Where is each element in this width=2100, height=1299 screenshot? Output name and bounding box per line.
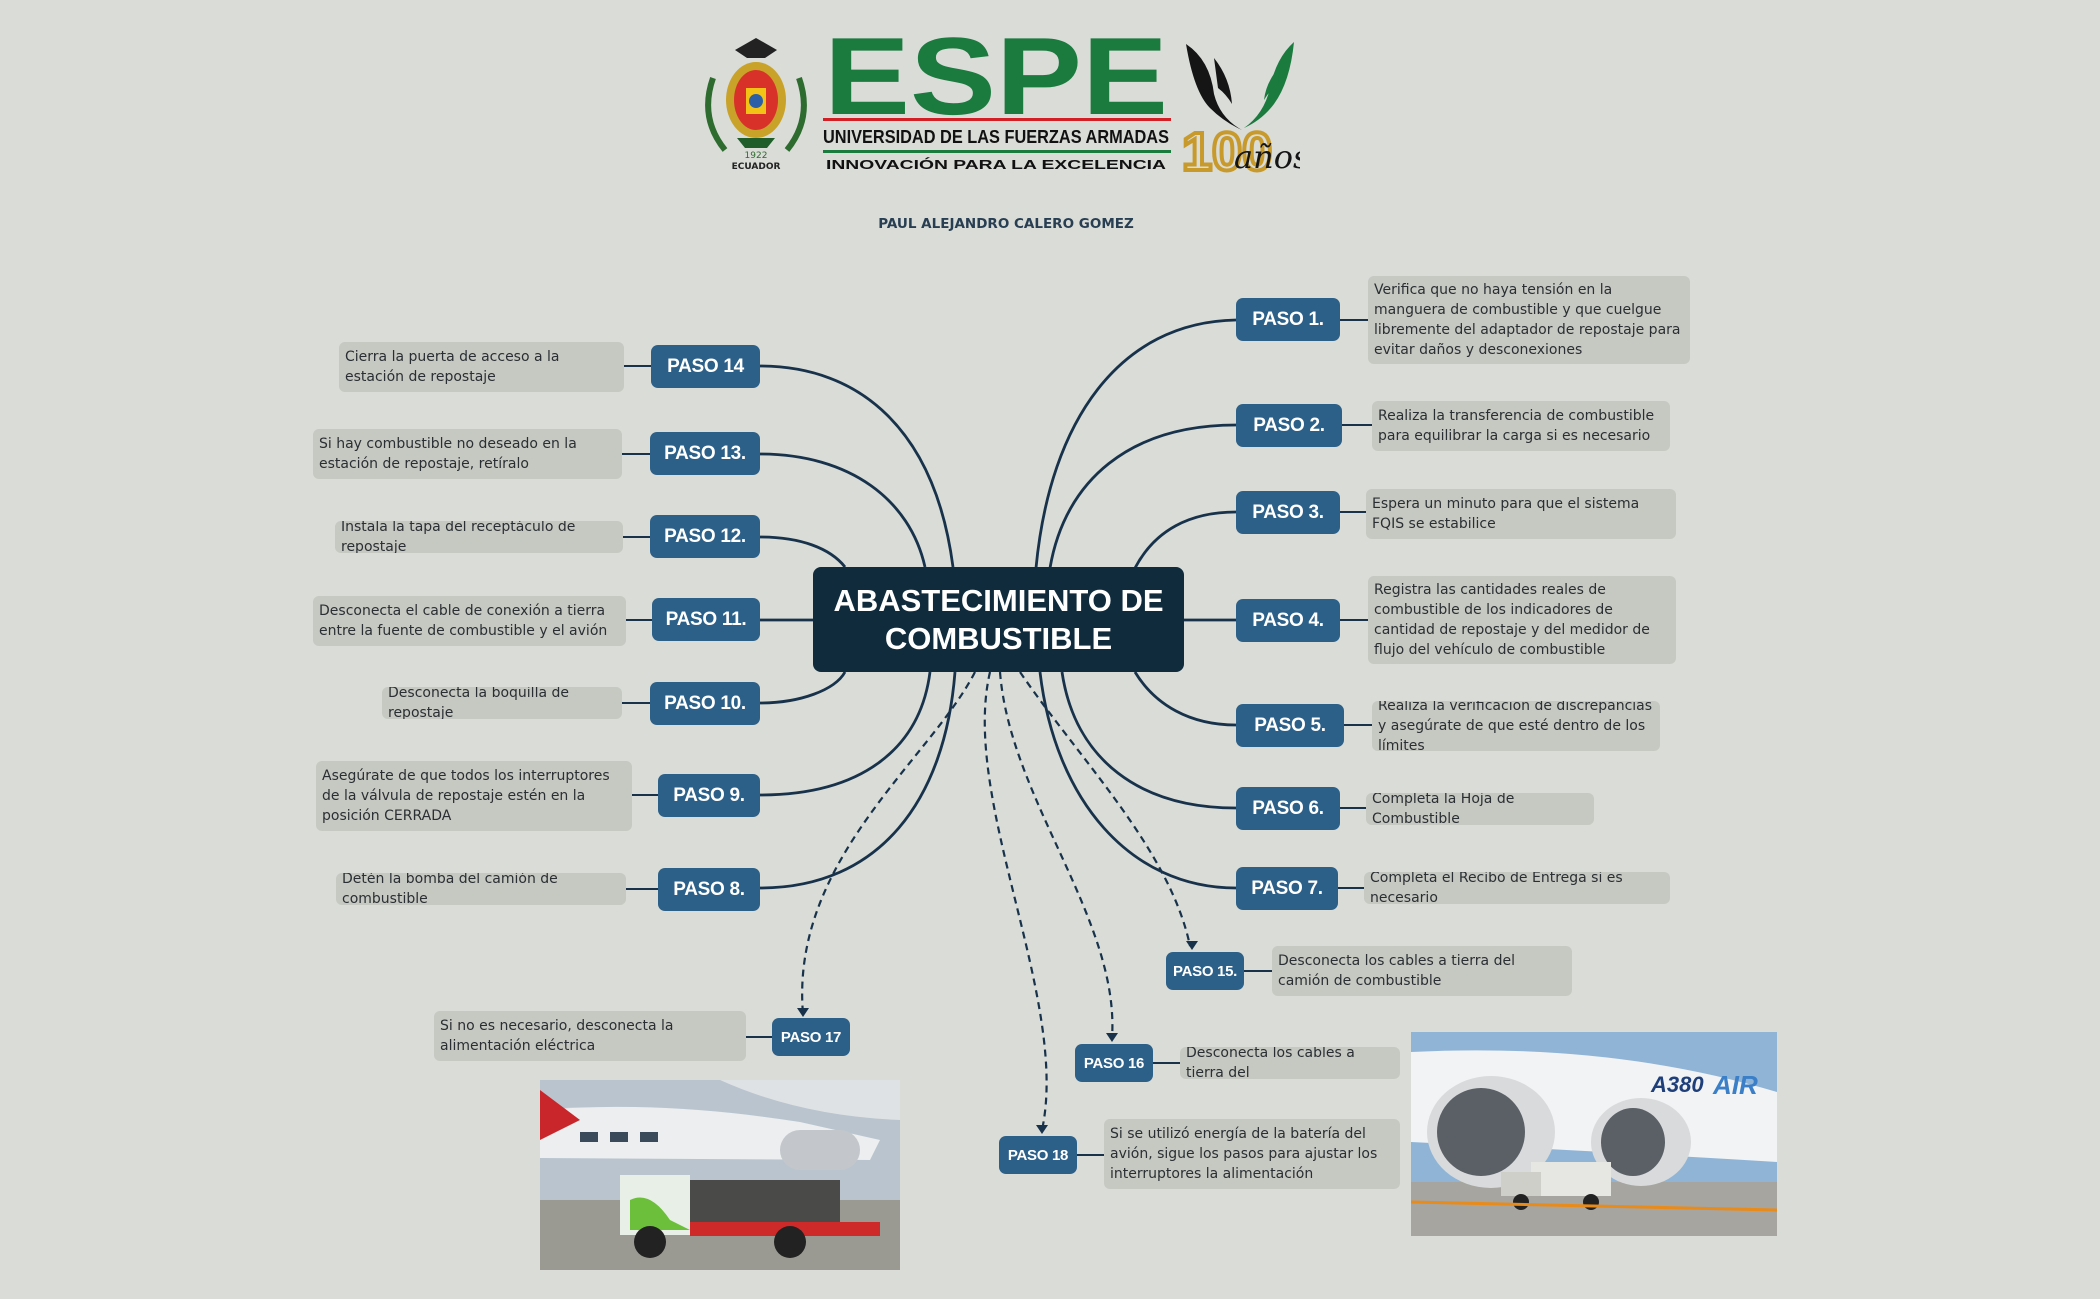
anniversary-eagle-icon: 100 años xyxy=(1180,42,1300,180)
aircraft-label: A380 xyxy=(1650,1072,1704,1097)
step-14-node[interactable]: PASO 14 xyxy=(651,345,760,388)
connector-step-14 xyxy=(759,364,955,568)
connector-step-15 xyxy=(1019,671,1192,947)
connector-step-13 xyxy=(759,452,927,568)
anniversary-number: 100 xyxy=(1182,122,1272,180)
step-9-description: Asegúrate de que todos los interruptores… xyxy=(316,761,632,831)
fuel-truck-photo xyxy=(540,1080,900,1270)
step-5-description: Realiza la verificación de discrepancias… xyxy=(1372,701,1660,751)
connector-step-18 xyxy=(983,671,1048,1131)
espe-logotype: ESPE xyxy=(820,15,1172,138)
step-17-description: Si no es necesario, desconecta la alimen… xyxy=(434,1011,746,1061)
logo-red-rule xyxy=(823,118,1171,121)
author-name: PAUL ALEJANDRO CALERO GOMEZ xyxy=(878,216,1134,232)
step-13-description: Si hay combustible no deseado en la esta… xyxy=(313,429,622,479)
connector-step-9 xyxy=(759,671,932,797)
step-8-node[interactable]: PASO 8. xyxy=(658,868,760,911)
connector-step-17 xyxy=(801,671,976,1015)
connector-step-8 xyxy=(759,671,957,890)
step-6-description: Completa la Hoja de Combustible xyxy=(1366,793,1594,825)
espe-logo-text: ESPE xyxy=(824,26,1168,118)
step-18-description: Si se utilizó energía de la batería del … xyxy=(1104,1119,1400,1189)
aircraft-livery: AIR xyxy=(1712,1070,1758,1100)
motto-box: INNOVACIÓN PARA LA EXCELENCIA xyxy=(820,154,1172,174)
ecuador-crest-icon: 1922 ECUADOR xyxy=(705,38,807,172)
connector-step-6 xyxy=(1060,671,1237,810)
step-5-node[interactable]: PASO 5. xyxy=(1236,704,1344,747)
step-4-description: Registra las cantidades reales de combus… xyxy=(1368,576,1676,664)
step-1-description: Verifica que no haya tensión en la mangu… xyxy=(1368,276,1690,364)
step-7-description: Completa el Recibo de Entrega si es nece… xyxy=(1364,872,1670,904)
step-10-node[interactable]: PASO 10. xyxy=(650,682,760,725)
step-12-description: Instala la tapa del receptáculo de repos… xyxy=(335,521,623,553)
crest-year: 1922 xyxy=(745,151,768,161)
connector-step-16 xyxy=(998,671,1114,1039)
anniversary-word: años xyxy=(1234,138,1300,176)
crest-country: ECUADOR xyxy=(732,162,781,172)
connector-step-15-arrowhead xyxy=(1186,941,1198,950)
step-11-description: Desconecta el cable de conexión a tierra… xyxy=(313,596,626,646)
logo-green-rule xyxy=(823,150,1171,153)
connector-step-12 xyxy=(759,535,847,568)
connector-step-3 xyxy=(1133,510,1237,569)
connector-step-7 xyxy=(1038,671,1237,890)
connector-step-1 xyxy=(1034,318,1237,569)
step-13-node[interactable]: PASO 13. xyxy=(650,432,760,475)
step-14-description: Cierra la puerta de acceso a la estación… xyxy=(339,342,624,392)
university-name-box: UNIVERSIDAD DE LAS FUERZAS ARMADAS xyxy=(820,124,1172,148)
connector-step-10 xyxy=(759,671,847,705)
connector-step-5 xyxy=(1133,671,1237,727)
step-18-node[interactable]: PASO 18 xyxy=(999,1136,1077,1174)
step-2-description: Realiza la transferencia de combustible … xyxy=(1372,401,1670,451)
step-2-node[interactable]: PASO 2. xyxy=(1236,404,1342,447)
step-15-description: Desconecta los cables a tierra del camió… xyxy=(1272,946,1572,996)
step-3-node[interactable]: PASO 3. xyxy=(1236,491,1340,534)
step-9-node[interactable]: PASO 9. xyxy=(658,774,760,817)
connector-step-17-arrowhead xyxy=(797,1008,809,1017)
step-15-node[interactable]: PASO 15. xyxy=(1166,952,1244,990)
step-12-node[interactable]: PASO 12. xyxy=(650,515,760,558)
step-1-node[interactable]: PASO 1. xyxy=(1236,298,1340,341)
step-3-description: Espera un minuto para que el sistema FQI… xyxy=(1366,489,1676,539)
step-7-node[interactable]: PASO 7. xyxy=(1236,867,1338,910)
step-6-node[interactable]: PASO 6. xyxy=(1236,787,1340,830)
step-8-description: Detén la bomba del camión de combustible xyxy=(336,873,626,905)
step-11-node[interactable]: PASO 11. xyxy=(652,598,760,641)
central-topic[interactable]: ABASTECIMIENTO DE COMBUSTIBLE xyxy=(813,567,1184,672)
a380-refuel-photo: A380 AIR xyxy=(1411,1032,1777,1236)
step-4-node[interactable]: PASO 4. xyxy=(1236,599,1340,642)
university-motto: INNOVACIÓN PARA LA EXCELENCIA xyxy=(826,157,1167,172)
step-17-node[interactable]: PASO 17 xyxy=(772,1018,850,1056)
connector-step-16-arrowhead xyxy=(1106,1033,1118,1042)
step-16-description: Desconecta los cables a tierra del xyxy=(1180,1047,1400,1079)
step-10-description: Desconecta la boquilla de repostaje xyxy=(382,687,622,719)
connector-step-2 xyxy=(1048,423,1237,569)
university-name: UNIVERSIDAD DE LAS FUERZAS ARMADAS xyxy=(823,127,1169,147)
connector-step-18-arrowhead xyxy=(1036,1125,1048,1134)
step-16-node[interactable]: PASO 16 xyxy=(1075,1044,1153,1082)
